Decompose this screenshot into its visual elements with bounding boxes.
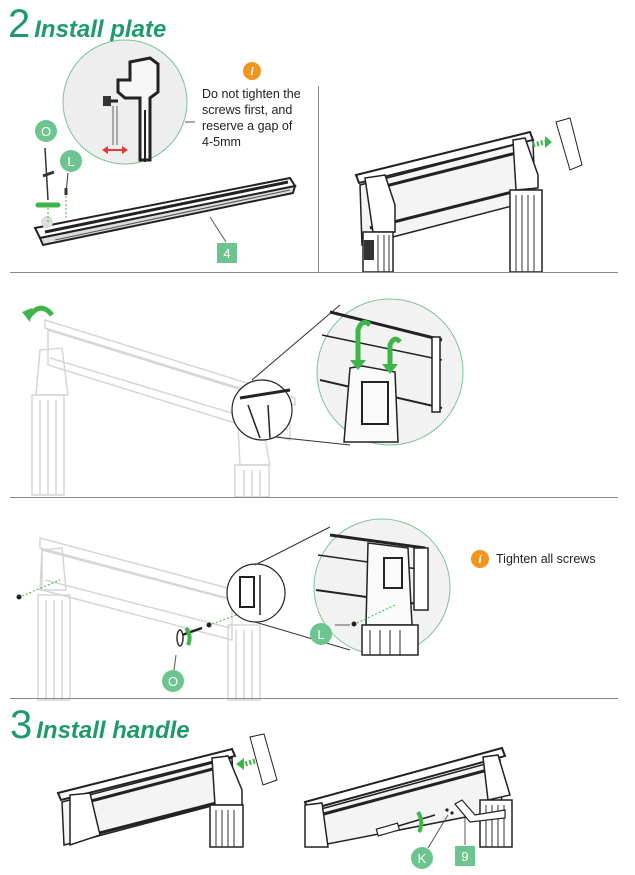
section-2-title: Install plate (34, 16, 167, 43)
section-2-number: 2 (8, 2, 31, 46)
part-label-4: 4 (217, 243, 237, 263)
slide-arrow-icon (532, 136, 552, 148)
note-line: screws first, and (202, 103, 293, 117)
section-3-heading: 3 Install handle (10, 705, 190, 745)
tighten-screws-note: Tighten all screws (496, 552, 596, 566)
step-divider (10, 497, 618, 498)
step-divider (10, 698, 618, 699)
part-label-l: L (60, 150, 82, 172)
part-label-k: K (411, 847, 433, 869)
step-divider-vertical (318, 86, 319, 272)
info-icon: i (471, 550, 489, 568)
info-icon: i (243, 62, 261, 80)
section-3-title: Install handle (36, 717, 190, 744)
section-3-number: 3 (10, 703, 33, 747)
light-plate (33, 176, 297, 247)
note-line: 4-5mm (202, 135, 241, 149)
section-2-heading: 2 Install plate (8, 4, 166, 44)
part-label-l: L (310, 623, 332, 645)
note-line: reserve a gap of (202, 119, 293, 133)
gap-warning-note: Do not tighten the screws first, and res… (202, 86, 317, 150)
part-label-o: O (35, 120, 57, 142)
part-label-9: 9 (455, 846, 475, 866)
note-line: Do not tighten the (202, 87, 301, 101)
part-label-o: O (162, 670, 184, 692)
hook-down-arrow-icon (350, 319, 402, 374)
step-divider (10, 272, 618, 273)
slide-in-arrow-icon (236, 758, 256, 770)
